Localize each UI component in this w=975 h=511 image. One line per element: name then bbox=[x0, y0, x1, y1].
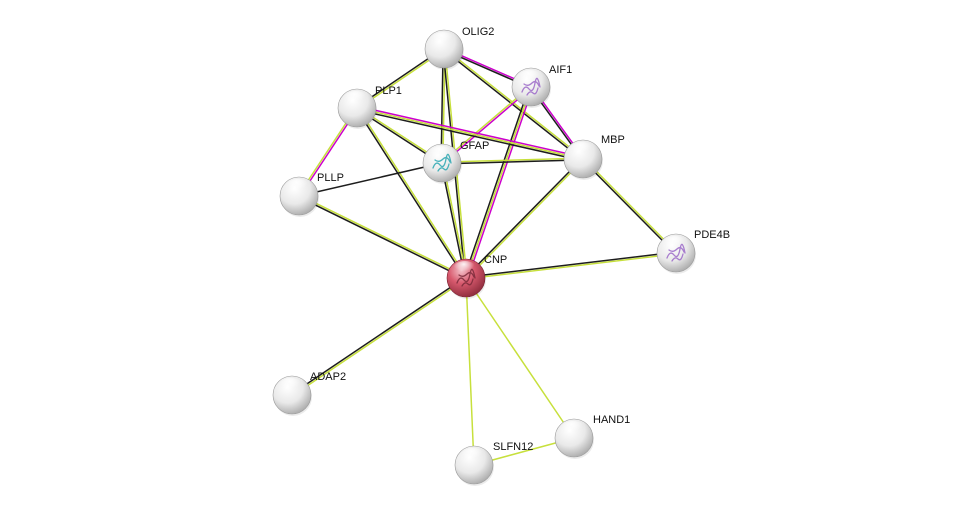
node-pde4b[interactable]: PDE4B bbox=[656, 229, 730, 274]
edge-line-textmining bbox=[291, 277, 468, 397]
edge-line-cooccurrence bbox=[442, 48, 584, 161]
node-highlight bbox=[429, 146, 453, 162]
node-mbp[interactable]: MBP bbox=[563, 134, 625, 180]
edge-line-cooccurrence bbox=[465, 251, 677, 278]
edge-line-textmining bbox=[298, 194, 468, 278]
edge-line-textmining bbox=[465, 158, 585, 280]
edge-line-cooccurrence bbox=[464, 157, 584, 279]
node-highlight bbox=[518, 70, 542, 86]
node-label: AIF1 bbox=[549, 64, 572, 76]
edge-aif1-cnp[interactable] bbox=[463, 85, 534, 280]
node-plp1[interactable]: PLP1 bbox=[337, 85, 402, 129]
node-highlight bbox=[344, 91, 368, 107]
node-label: PLP1 bbox=[375, 85, 402, 97]
edge-plp1-cnp[interactable] bbox=[355, 106, 468, 280]
node-label: ADAP2 bbox=[310, 371, 346, 383]
edge-aif1-gfap[interactable] bbox=[440, 85, 533, 165]
node-highlight bbox=[431, 32, 455, 48]
node-adap2[interactable]: ADAP2 bbox=[272, 371, 346, 416]
edge-line-textmining bbox=[582, 157, 678, 254]
edge-gfap-pllp[interactable] bbox=[298, 162, 443, 197]
edge-cnp-adap2[interactable] bbox=[290, 276, 468, 397]
node-highlight bbox=[561, 421, 585, 437]
node-highlight bbox=[570, 142, 594, 158]
edge-line-cooccurrence bbox=[355, 107, 466, 280]
edge-line-experiments bbox=[441, 86, 533, 165]
edge-pde4b-cnp[interactable] bbox=[465, 251, 677, 280]
node-highlight bbox=[461, 448, 485, 464]
edge-line-textmining bbox=[356, 107, 584, 160]
node-gfap[interactable]: GFAP bbox=[422, 140, 489, 184]
edge-line-cooccurrence bbox=[355, 109, 584, 162]
node-label: HAND1 bbox=[593, 414, 630, 426]
edge-line-cooccurrence bbox=[297, 196, 467, 280]
edge-line-textmining bbox=[441, 157, 584, 163]
edge-line-textmining bbox=[465, 277, 575, 439]
edge-line-cooccurrence bbox=[581, 158, 677, 255]
edge-line-textmining bbox=[465, 253, 677, 280]
node-label: GFAP bbox=[460, 140, 489, 152]
edge-line-cooccurrence bbox=[298, 162, 443, 197]
edge-line-experiments bbox=[466, 86, 534, 280]
edge-gfap-mbp[interactable] bbox=[441, 157, 584, 165]
edge-pllp-cnp[interactable] bbox=[297, 194, 468, 280]
edge-mbp-pde4b[interactable] bbox=[581, 157, 678, 255]
edge-plp1-mbp[interactable] bbox=[355, 105, 585, 162]
node-olig2[interactable]: OLIG2 bbox=[424, 26, 494, 70]
edge-line-cooccurrence bbox=[290, 276, 467, 396]
edge-line-experiments bbox=[356, 105, 585, 158]
edge-line-textmining bbox=[465, 86, 532, 279]
edge-line-textmining bbox=[357, 106, 468, 279]
node-slfn12[interactable]: SLFN12 bbox=[454, 441, 533, 486]
node-label: PLLP bbox=[317, 172, 344, 184]
node-label: SLFN12 bbox=[493, 441, 533, 453]
edge-mbp-cnp[interactable] bbox=[464, 157, 585, 280]
node-label: MBP bbox=[601, 134, 625, 146]
edge-line-textmining bbox=[440, 85, 532, 164]
edge-line-cooccurrence bbox=[440, 162, 466, 279]
edge-line-cooccurrence bbox=[441, 159, 584, 165]
edge-line-textmining bbox=[442, 162, 468, 279]
node-hand1[interactable]: HAND1 bbox=[554, 414, 630, 459]
node-label: CNP bbox=[484, 254, 507, 266]
node-highlight bbox=[663, 236, 687, 252]
node-highlight bbox=[286, 179, 310, 195]
node-aif1[interactable]: AIF1 bbox=[511, 64, 572, 108]
edge-cnp-hand1[interactable] bbox=[465, 277, 575, 439]
node-highlight bbox=[453, 261, 477, 277]
node-highlight bbox=[279, 378, 303, 394]
edge-gfap-cnp[interactable] bbox=[440, 162, 468, 279]
edge-line-textmining bbox=[465, 277, 475, 466]
edge-cnp-slfn12[interactable] bbox=[465, 277, 475, 466]
edge-line-cooccurrence bbox=[463, 85, 531, 279]
node-label: OLIG2 bbox=[462, 26, 494, 38]
node-label: PDE4B bbox=[694, 229, 730, 241]
node-cnp[interactable]: CNP bbox=[446, 254, 507, 299]
node-pllp[interactable]: PLLP bbox=[279, 172, 344, 217]
